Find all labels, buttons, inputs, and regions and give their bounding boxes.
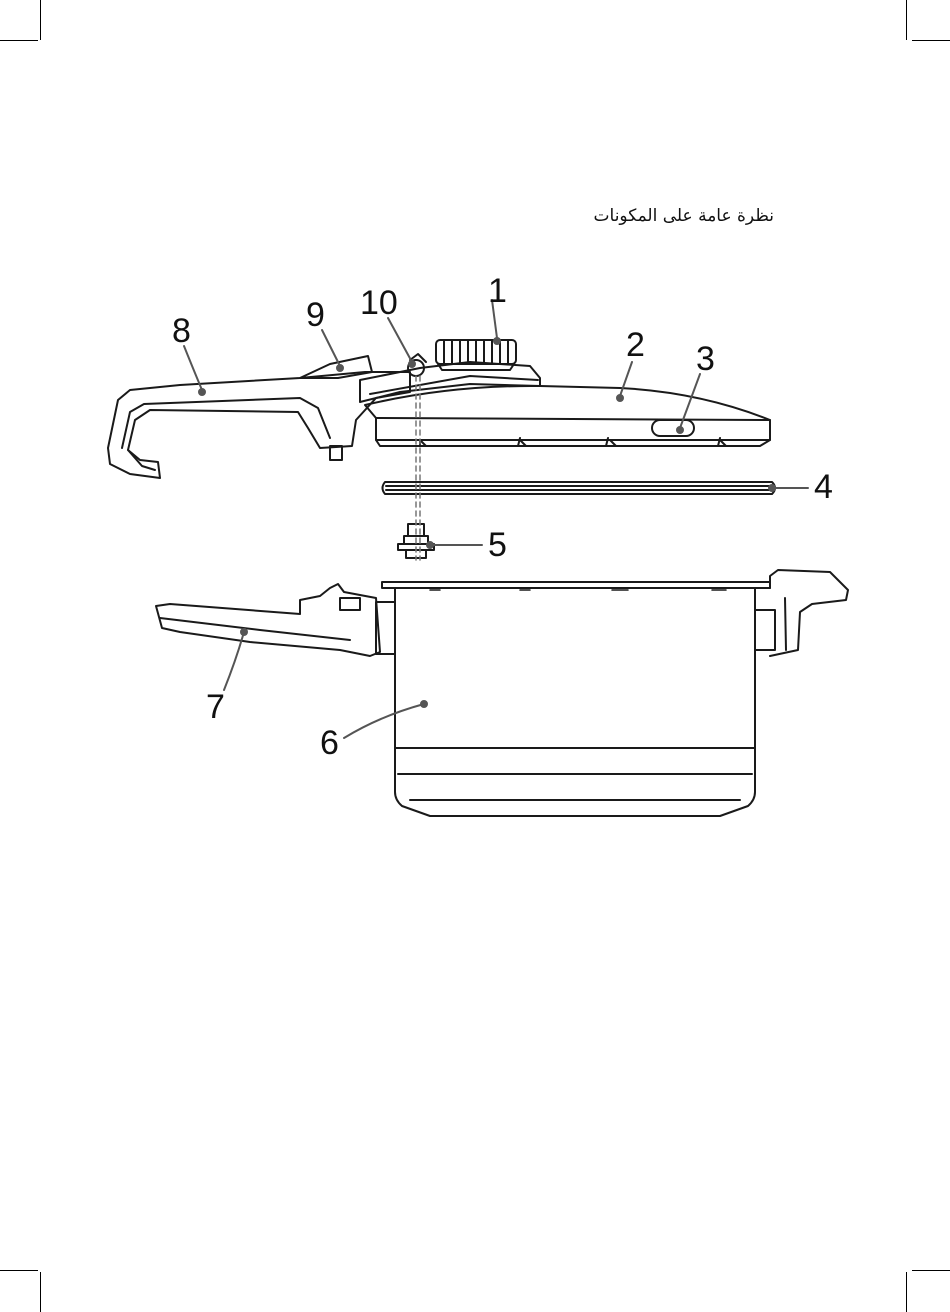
callout-10: 10 [360, 284, 398, 322]
leader-6-dot [421, 701, 427, 707]
leader-6 [344, 704, 424, 738]
leader-4-dot [769, 485, 775, 491]
leader-5-dot [427, 542, 433, 548]
callout-7: 7 [206, 688, 225, 726]
leader-2-dot [617, 395, 623, 401]
leader-8-dot [199, 389, 205, 395]
leader-2 [620, 362, 632, 396]
callout-1: 1 [488, 272, 507, 310]
callout-8: 8 [172, 312, 191, 350]
callout-2: 2 [626, 326, 645, 364]
leader-10 [388, 318, 412, 362]
callout-9: 9 [306, 296, 325, 334]
lid-indicator-window [652, 420, 694, 436]
callout-3: 3 [696, 340, 715, 378]
leader-3-dot [677, 427, 683, 433]
pot-main-handle [156, 584, 395, 656]
leader-10-dot [409, 361, 415, 367]
callout-5: 5 [488, 526, 507, 564]
callout-6: 6 [320, 724, 339, 762]
callout-4: 4 [814, 468, 833, 506]
pot-body [382, 582, 770, 816]
lid-dome [365, 386, 770, 446]
sealing-gasket [383, 482, 776, 494]
leader-9-dot [337, 365, 343, 371]
leader-7-dot [241, 629, 247, 635]
leader-1-dot [494, 338, 500, 344]
lid-handle [108, 372, 410, 478]
leader-9 [322, 330, 340, 366]
